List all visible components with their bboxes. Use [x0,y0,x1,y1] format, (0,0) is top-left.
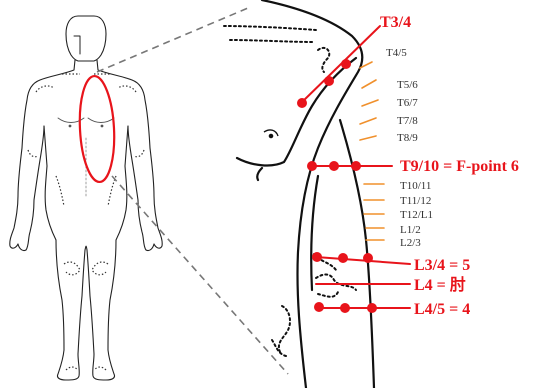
point-dot [341,59,351,69]
label-t56: T5/6 [397,79,418,91]
label-t910: T9/10 = F-point 6 [400,158,519,175]
point-dot [297,98,307,108]
label-l45: L4/5 = 4 [414,301,470,318]
label-t45: T4/5 [386,47,407,59]
l34-line [316,257,410,264]
point-dot [314,302,324,312]
label-t1011: T10/11 [400,180,431,192]
label-l23: L2/3 [400,237,421,249]
point-dot [338,253,348,263]
chest-detail [264,130,278,138]
label-l34: L3/4 = 5 [414,257,470,274]
point-dot [351,161,361,171]
torso-highlight-oval [77,75,117,183]
label-t1112: T11/12 [400,195,431,207]
label-l12: L1/2 [400,224,421,236]
label-t78: T7/8 [397,115,418,127]
point-dot [367,303,377,313]
label-l4: L4 = 肘 [414,275,466,294]
spine-ticks [360,62,384,240]
label-t12l1: T12/L1 [400,209,433,221]
projection-lines [97,8,288,374]
point-dot [324,76,334,86]
enlarged-body-outline [237,0,374,388]
body-figure [10,16,162,380]
body-point-marks [28,74,144,370]
label-t67: T6/7 [397,97,418,109]
point-dot [363,253,373,263]
label-t34: T3/4 [380,14,411,31]
labels: T3/4 T4/5 T5/6 T6/7 T7/8 T8/9 T9/10 = F-… [380,14,519,318]
point-dots [297,59,377,313]
point-dot [340,303,350,313]
label-t89: T8/9 [397,132,418,144]
point-dot [312,252,322,262]
point-dot [307,161,317,171]
point-dot [329,161,339,171]
t34-pointer-line [300,26,380,104]
